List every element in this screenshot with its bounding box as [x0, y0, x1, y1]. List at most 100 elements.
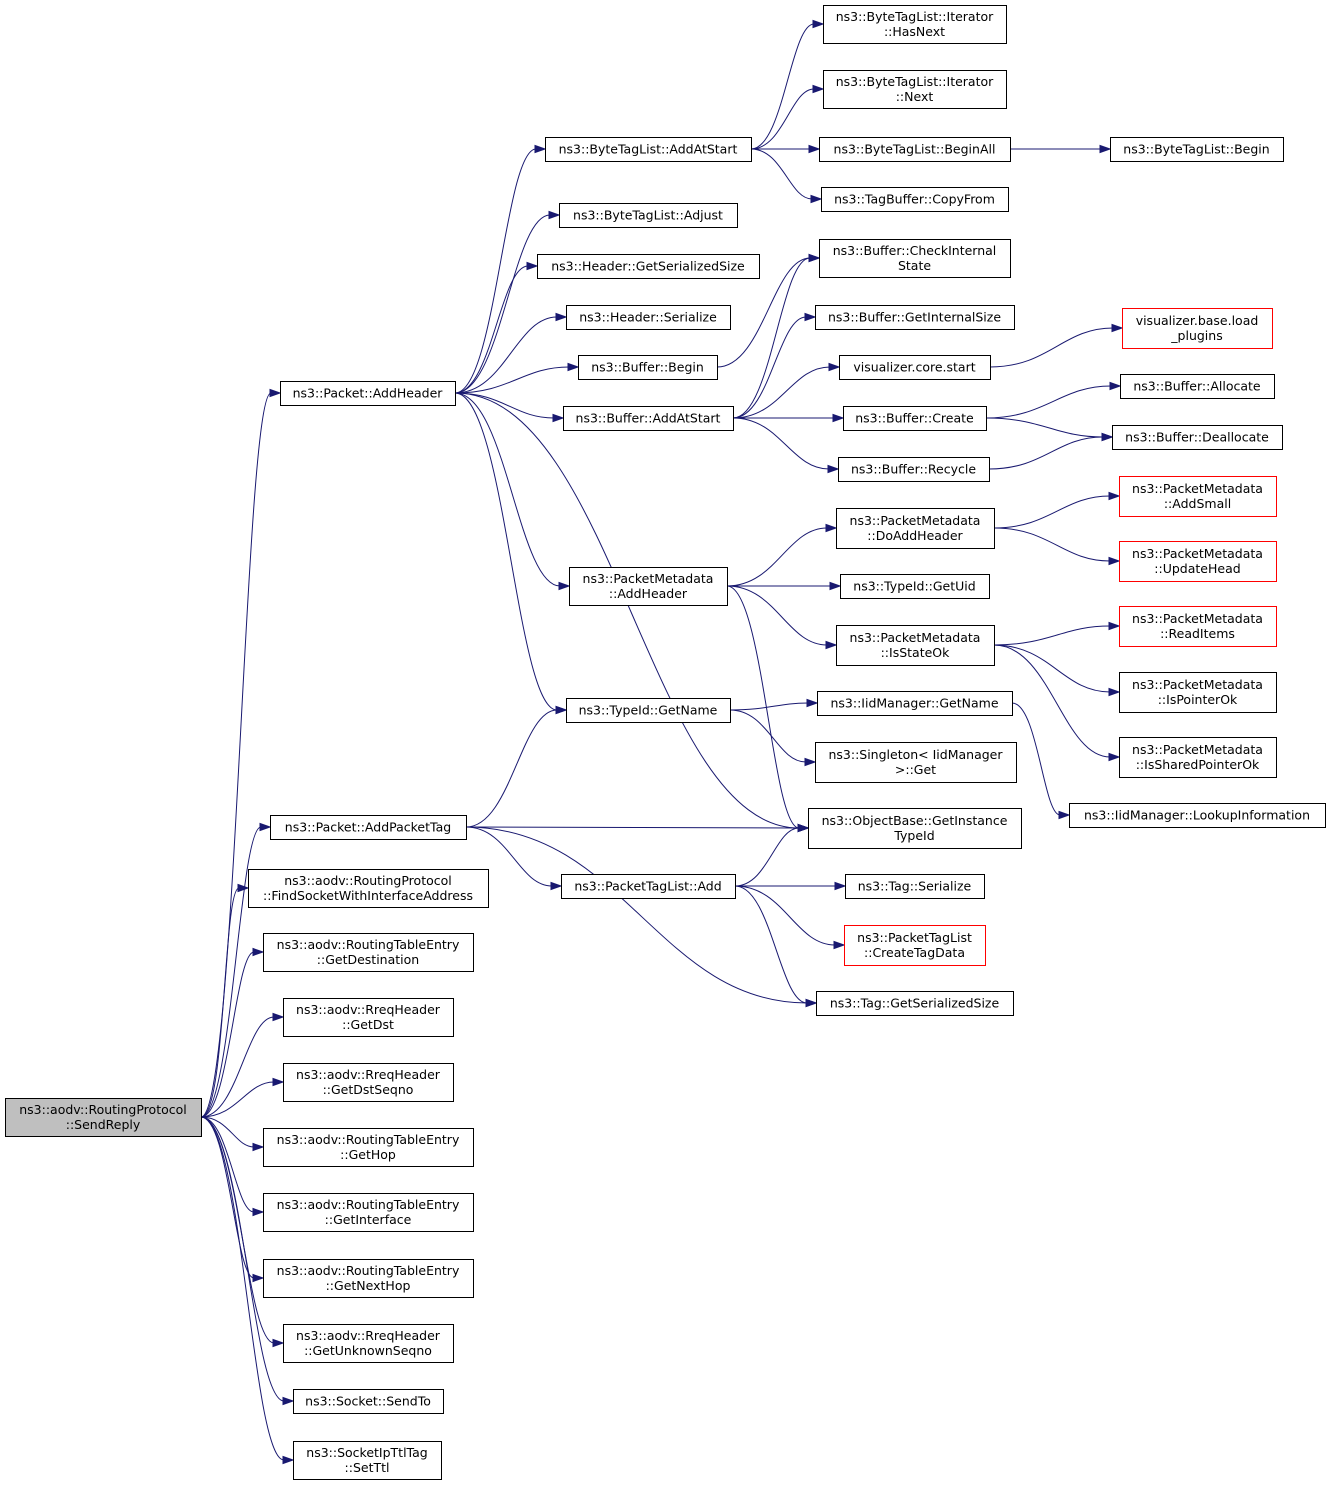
node-box — [5, 1098, 202, 1137]
graph-node-typeIdGetName[interactable]: ns3::TypeId::GetName — [566, 698, 731, 723]
graph-node-rteGetDestination[interactable]: ns3::aodv::RoutingTableEntry::GetDestina… — [263, 933, 474, 972]
graph-node-hdrGetSerSize[interactable]: ns3::Header::GetSerializedSize — [537, 254, 760, 279]
node-box — [545, 137, 752, 162]
call-edge-btlAddAtStart-to-tbCopyFrom — [750, 148, 823, 204]
node-box — [816, 991, 1014, 1016]
node-label: ns3::aodv::RoutingProtocol — [19, 1102, 187, 1117]
graph-node-ttlSetTtl[interactable]: ns3::SocketIpTtlTag::SetTtl — [293, 1441, 442, 1480]
graph-node-bufAllocate[interactable]: ns3::Buffer::Allocate — [1120, 374, 1275, 399]
arrow-head-icon — [808, 144, 821, 154]
graph-node-findSocket[interactable]: ns3::aodv::RoutingProtocol::FindSocketWi… — [248, 869, 489, 908]
graph-node-addHeader[interactable]: ns3::Packet::AddHeader — [280, 381, 456, 406]
call-edge-vizCoreStart-to-vizLoadPlugins — [989, 323, 1124, 368]
graph-node-rteGetNextHop[interactable]: ns3::aodv::RoutingTableEntry::GetNextHop — [263, 1259, 474, 1298]
call-edge-btlAddAtStart-to-itNext — [750, 84, 825, 150]
graph-node-pmDoAddHeader[interactable]: ns3::PacketMetadata::DoAddHeader — [836, 508, 995, 549]
call-edge-bufAddAtStart-to-bufGetInternalSize — [732, 312, 817, 419]
arrow-head-icon — [804, 757, 817, 767]
graph-node-rreqGetDstSeqno[interactable]: ns3::aodv::RreqHeader::GetDstSeqno — [283, 1063, 454, 1102]
node-box — [1119, 541, 1277, 582]
node-label: ns3::PacketMetadata — [850, 630, 981, 645]
graph-node-rreqGetDst[interactable]: ns3::aodv::RreqHeader::GetDst — [283, 998, 454, 1037]
graph-node-bufRecycle[interactable]: ns3::Buffer::Recycle — [838, 457, 990, 482]
arrow-head-icon — [805, 998, 818, 1008]
call-edge-addPacketTag-to-ptlAdd — [465, 826, 563, 891]
graph-node-singletonGet[interactable]: ns3::Singleton< IidManager>::Get — [815, 742, 1017, 783]
graph-node-iidLookup[interactable]: ns3::IidManager::LookupInformation — [1069, 803, 1326, 828]
graph-node-pmIsPointerOk[interactable]: ns3::PacketMetadata::IsPointerOk — [1119, 672, 1277, 713]
arrow-head-icon — [1058, 810, 1071, 820]
call-edge-typeIdGetName-to-iidGetName — [729, 698, 819, 711]
graph-node-rreqGetUnknownSeqno[interactable]: ns3::aodv::RreqHeader::GetUnknownSeqno — [283, 1324, 454, 1363]
graph-node-bufAddAtStart[interactable]: ns3::Buffer::AddAtStart — [563, 406, 734, 431]
call-edge-pmDoAddHeader-to-pmAddSmall — [993, 491, 1121, 529]
graph-node-hdrSerialize[interactable]: ns3::Header::Serialize — [566, 305, 731, 330]
node-label: ns3::Buffer::GetInternalSize — [828, 310, 1001, 325]
node-label: ns3::Packet::AddHeader — [293, 386, 444, 401]
arrow-head-icon — [282, 1455, 295, 1465]
call-edge-btlAddAtStart-to-itHasNext — [750, 19, 825, 150]
node-label: ns3::aodv::RreqHeader — [296, 1328, 441, 1343]
call-edge-addHeader-to-hdrSerialize — [454, 312, 568, 394]
graph-node-btlAdjust[interactable]: ns3::ByteTagList::Adjust — [559, 203, 738, 228]
call-edge-pmIsStateOk-to-pmIsSharedPointerOk — [993, 644, 1121, 762]
graph-node-btlBegin[interactable]: ns3::ByteTagList::Begin — [1110, 137, 1284, 162]
call-edge-root-to-rteGetDestination — [200, 947, 265, 1118]
graph-node-rteGetInterface[interactable]: ns3::aodv::RoutingTableEntry::GetInterfa… — [263, 1193, 474, 1232]
call-edge-pmDoAddHeader-to-pmUpdateHead — [993, 527, 1121, 566]
graph-node-bufCreate[interactable]: ns3::Buffer::Create — [843, 406, 987, 431]
arrow-head-icon — [526, 261, 539, 271]
graph-node-pmIsStateOk[interactable]: ns3::PacketMetadata::IsStateOk — [836, 625, 995, 666]
node-label: TypeId — [893, 828, 934, 843]
call-edge-ptlAdd-to-tagSerialize — [735, 881, 847, 891]
node-label: ns3::PacketMetadata — [1132, 481, 1263, 496]
graph-node-btlBeginAll[interactable]: ns3::ByteTagList::BeginAll — [819, 137, 1011, 162]
graph-node-iidGetName[interactable]: ns3::IidManager::GetName — [817, 691, 1013, 716]
graph-node-pmAddHeader[interactable]: ns3::PacketMetadata::AddHeader — [569, 567, 728, 606]
graph-node-ptlCreateTagData[interactable]: ns3::PacketTagList::CreateTagData — [844, 925, 986, 966]
node-label: ::Next — [896, 89, 934, 104]
graph-node-pmIsSharedPointerOk[interactable]: ns3::PacketMetadata::IsSharedPointerOk — [1119, 737, 1277, 778]
node-box — [1119, 737, 1277, 778]
call-edge-ptlAdd-to-ptlCreateTagData — [734, 885, 846, 950]
graph-node-ptlAdd[interactable]: ns3::PacketTagList::Add — [561, 874, 736, 899]
graph-node-tagSerialize[interactable]: ns3::Tag::Serialize — [845, 874, 985, 899]
graph-node-tbCopyFrom[interactable]: ns3::TagBuffer::CopyFrom — [821, 187, 1009, 212]
node-box — [815, 742, 1017, 783]
graph-node-tagGetSerSize[interactable]: ns3::Tag::GetSerializedSize — [816, 991, 1014, 1016]
graph-node-socketSendTo[interactable]: ns3::Socket::SendTo — [293, 1389, 444, 1414]
graph-node-pmReadItems[interactable]: ns3::PacketMetadata::ReadItems — [1119, 606, 1277, 647]
arrow-head-icon — [552, 413, 565, 423]
graph-node-btlAddAtStart[interactable]: ns3::ByteTagList::AddAtStart — [545, 137, 752, 162]
node-label: ns3::Socket::SendTo — [305, 1394, 431, 1409]
node-label: ns3::PacketMetadata — [1132, 611, 1263, 626]
call-edge-addHeader-to-bufAddAtStart — [454, 392, 565, 423]
graph-node-pmAddSmall[interactable]: ns3::PacketMetadata::AddSmall — [1119, 476, 1277, 517]
node-box — [836, 508, 995, 549]
graph-node-pmUpdateHead[interactable]: ns3::PacketMetadata::UpdateHead — [1119, 541, 1277, 582]
graph-node-bufGetInternalSize[interactable]: ns3::Buffer::GetInternalSize — [815, 305, 1015, 330]
graph-node-itHasNext[interactable]: ns3::ByteTagList::Iterator::HasNext — [823, 5, 1007, 44]
node-box — [845, 874, 985, 899]
node-box — [843, 406, 987, 431]
node-label: ::ReadItems — [1160, 626, 1235, 641]
graph-node-vizLoadPlugins[interactable]: visualizer.base.load_plugins — [1122, 308, 1273, 349]
graph-node-itNext[interactable]: ns3::ByteTagList::Iterator::Next — [823, 70, 1007, 109]
graph-node-rteGetHop[interactable]: ns3::aodv::RoutingTableEntry::GetHop — [263, 1128, 474, 1167]
node-box — [1119, 476, 1277, 517]
arrow-head-icon — [534, 144, 547, 154]
node-label: ns3::IidManager::LookupInformation — [1084, 808, 1310, 823]
call-edge-root-to-ttlSetTtl — [200, 1116, 295, 1465]
graph-node-vizCoreStart[interactable]: visualizer.core.start — [839, 355, 991, 380]
graph-node-bufBegin[interactable]: ns3::Buffer::Begin — [578, 355, 718, 380]
arrow-head-icon — [825, 523, 838, 533]
graph-node-typeIdGetUid[interactable]: ns3::TypeId::GetUid — [840, 574, 990, 599]
call-nodes: ns3::aodv::RoutingProtocol::SendReplyns3… — [5, 5, 1326, 1480]
graph-node-addPacketTag[interactable]: ns3::Packet::AddPacketTag — [270, 815, 467, 840]
graph-node-bufDeallocate[interactable]: ns3::Buffer::Deallocate — [1112, 425, 1283, 450]
node-label: ns3::Tag::Serialize — [858, 879, 972, 894]
node-label: ::IsSharedPointerOk — [1136, 757, 1260, 772]
arrow-head-icon — [808, 253, 821, 263]
